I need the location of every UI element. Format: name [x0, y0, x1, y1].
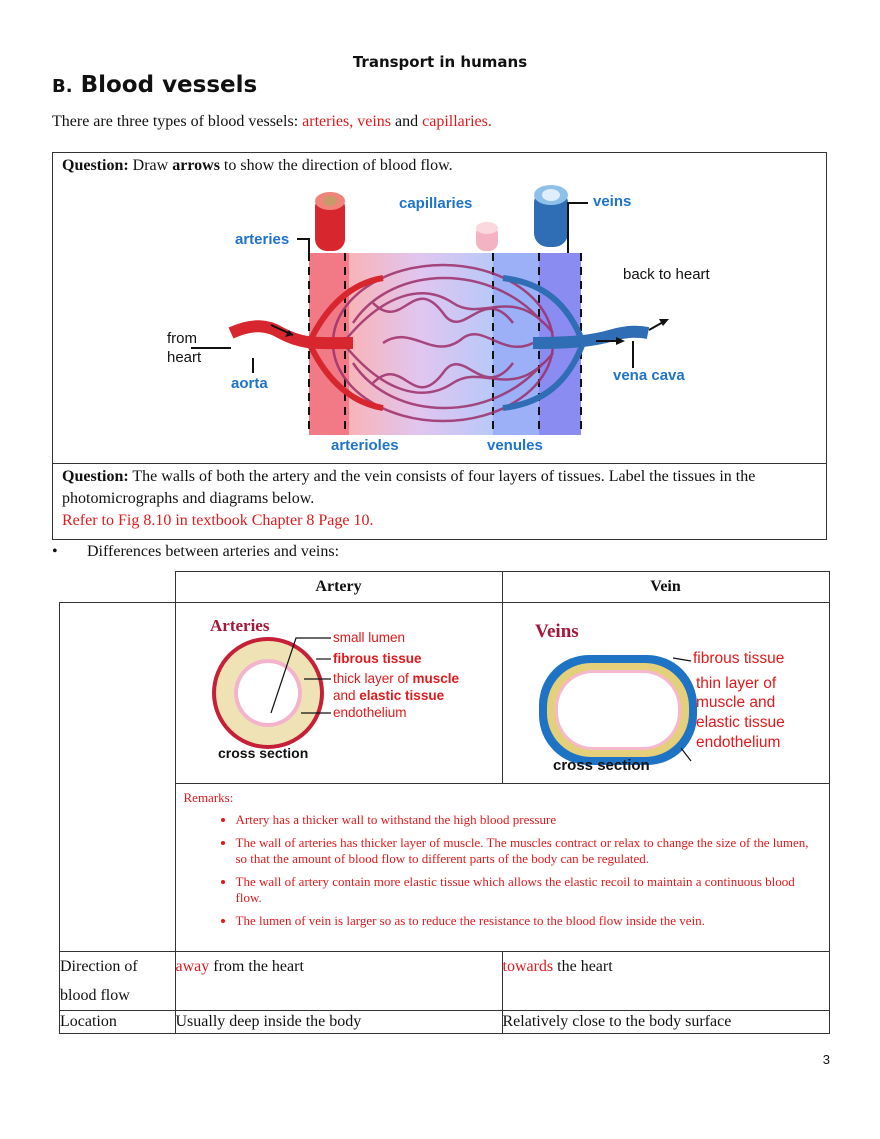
question-1-label: Question: [62, 157, 129, 174]
flow-arrows [270, 319, 669, 345]
intro-prefix: There are three types of blood vessels: [52, 113, 303, 130]
label-veins: veins [593, 193, 631, 210]
artery-caption: cross section [218, 745, 308, 761]
vein-caption: cross section [553, 757, 650, 774]
table-header-row: Artery Vein [59, 571, 830, 603]
label-vena-cava: vena cava [613, 367, 685, 384]
remark-item: Artery has a thicker wall to withstand t… [236, 812, 821, 828]
label-thin-layer: thin layer of [696, 675, 777, 692]
page-header: Transport in humans [352, 53, 528, 71]
label-from: from [167, 330, 197, 347]
remarks-list: Artery has a thicker wall to withstand t… [184, 812, 821, 929]
remarks-cell: Remarks: Artery has a thicker wall to wi… [174, 783, 830, 952]
header-artery: Artery [174, 571, 503, 603]
intro-text: There are three types of blood vessels: … [52, 113, 492, 131]
differences-text: Differences between arteries and veins: [87, 543, 340, 560]
vein-diagram-cell: Veins fibrous tissue thin layer of muscl… [501, 602, 830, 784]
label-elastic-tissue-vein: elastic tissue [696, 714, 785, 731]
question-1: Question: Draw arrows to show the direct… [62, 157, 453, 175]
diagram-row: Arteries small lumen fibrous tissue thic… [59, 602, 830, 952]
label-fibrous-tissue-artery: fibrous tissue [333, 651, 422, 666]
label-and: and [333, 688, 359, 703]
remark-item: The wall of artery contain more elastic … [236, 874, 821, 906]
question-1-text-a: Draw [128, 157, 173, 174]
remark-item: The lumen of vein is larger so as to red… [236, 913, 821, 929]
vein-branch-upper [502, 275, 586, 345]
label-muscle-and: muscle and [696, 694, 775, 711]
label-small-lumen: small lumen [333, 630, 405, 645]
diagram-row-label [59, 602, 176, 952]
artery-branch-lower [306, 341, 384, 411]
row-label-location: Location [59, 1010, 176, 1034]
header-vein: Vein [501, 571, 830, 603]
section-letter: B. [52, 76, 73, 97]
comparison-table: Artery Vein Arteries small lumen fibro [59, 571, 830, 1034]
remarks: Remarks: Artery has a thicker wall to wi… [176, 784, 829, 929]
intro-arteries-veins: arteries, veins [302, 113, 391, 130]
label-heart: heart [167, 349, 202, 366]
row-label-direction: Direction of blood flow [59, 951, 176, 1011]
label-muscle: muscle [412, 671, 459, 686]
question-1-bold: arrows [172, 157, 220, 174]
label-fibrous-tissue-vein: fibrous tissue [693, 650, 784, 667]
capillary-tube-icon [476, 222, 498, 251]
question-2-text: The walls of both the artery and the vei… [62, 468, 756, 507]
vein-direction-towards: towards [502, 958, 554, 975]
section-title: B. Blood vessels [52, 72, 257, 98]
artery-branch-upper [306, 275, 384, 345]
remark-item: The wall of arteries has thicker layer o… [236, 835, 821, 867]
svg-text:thick layer of muscle: thick layer of muscle [333, 671, 460, 686]
artery-location: Usually deep inside the body [174, 1010, 503, 1034]
label-aorta: aorta [231, 375, 268, 392]
label-capillaries: capillaries [399, 195, 472, 212]
label-arterioles: arterioles [331, 437, 399, 454]
label-thick-layer: thick layer of [333, 671, 413, 686]
artery-diagram-cell: Arteries small lumen fibrous tissue thic… [174, 602, 503, 784]
question-divider [53, 463, 826, 464]
section-heading: Blood vessels [80, 72, 258, 98]
intro-capillaries: capillaries. [422, 113, 492, 130]
table-row: Location Usually deep inside the body Re… [59, 1010, 830, 1034]
label-arteries: arteries [235, 231, 289, 248]
label-elastic-tissue-artery: elastic tissue [359, 688, 444, 703]
textbook-reference: Refer to Fig 8.10 in textbook Chapter 8 … [62, 512, 374, 529]
vein-title: Veins [535, 621, 579, 642]
question-box: Question: Draw arrows to show the direct… [52, 152, 827, 540]
vein-direction: towards the heart [501, 951, 830, 1011]
artery-direction-away: away [175, 958, 210, 975]
question-2: Question: The walls of both the artery a… [62, 466, 812, 532]
blood-flow-diagram: capillaries veins arteries aorta vena ca… [167, 185, 711, 454]
artery-direction: away from the heart [174, 951, 503, 1011]
label-endothelium-artery: endothelium [333, 705, 407, 720]
vein-branch-lower [502, 341, 586, 411]
label-lines [191, 202, 634, 373]
question-1-text-b: to show the direction of blood flow. [219, 157, 453, 174]
remarks-title: Remarks: [183, 790, 234, 805]
aorta-vessel [228, 320, 354, 350]
vein-cross-section: Veins fibrous tissue thin layer of muscl… [535, 621, 785, 774]
vein-direction-rest: the heart [553, 958, 613, 975]
intro-and: and [391, 113, 423, 130]
page-number: 3 [822, 1052, 830, 1067]
artery-title: Arteries [210, 616, 270, 635]
vena-cava-vessel [532, 325, 650, 349]
vein-tube-icon [534, 185, 568, 247]
artery-cross-section: Arteries small lumen fibrous tissue thic… [210, 616, 460, 761]
artery-tube-icon [315, 192, 345, 251]
question-2-label: Question: [62, 468, 129, 485]
artery-direction-rest: from the heart [209, 958, 304, 975]
label-back-to-heart: back to heart [623, 266, 711, 283]
remarks-row: Remarks: Artery has a thicker wall to wi… [60, 783, 830, 952]
bullet-icon: • [52, 543, 58, 560]
empty-corner-cell [59, 571, 176, 603]
differences-heading: • Differences between arteries and veins: [52, 543, 339, 561]
vein-location: Relatively close to the body surface [501, 1010, 830, 1034]
label-venules: venules [487, 437, 543, 454]
table-row: Direction of blood flow away from the he… [59, 951, 830, 1011]
label-endothelium-vein: endothelium [696, 734, 780, 751]
capillary-network [331, 263, 555, 423]
svg-text:and elastic tissue: and elastic tissue [333, 688, 445, 703]
